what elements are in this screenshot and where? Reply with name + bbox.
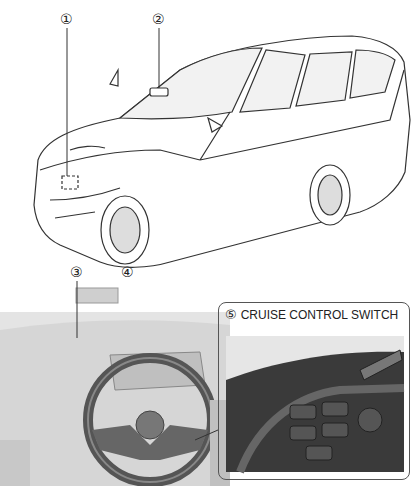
- callout-number: ①: [60, 12, 73, 26]
- inset-box: ⑤ CRUISE CONTROL SWITCH: [218, 302, 410, 480]
- leader-line: [159, 28, 160, 88]
- callout-number: ②: [152, 12, 165, 26]
- callout-number: ⑤: [225, 307, 237, 322]
- leader-line: [77, 281, 78, 338]
- callout-number: ④: [121, 265, 134, 279]
- leader-line: [195, 430, 218, 440]
- callout-number: ③: [70, 265, 83, 279]
- leader-line: [67, 28, 68, 176]
- inset-title: ⑤ CRUISE CONTROL SWITCH: [219, 303, 409, 326]
- dashboard-illustration: [0, 312, 230, 486]
- car-illustration: [34, 36, 410, 267]
- display-panel: [76, 288, 118, 303]
- switch-photo: [226, 336, 404, 472]
- switch-title: CRUISE CONTROL SWITCH: [241, 308, 399, 322]
